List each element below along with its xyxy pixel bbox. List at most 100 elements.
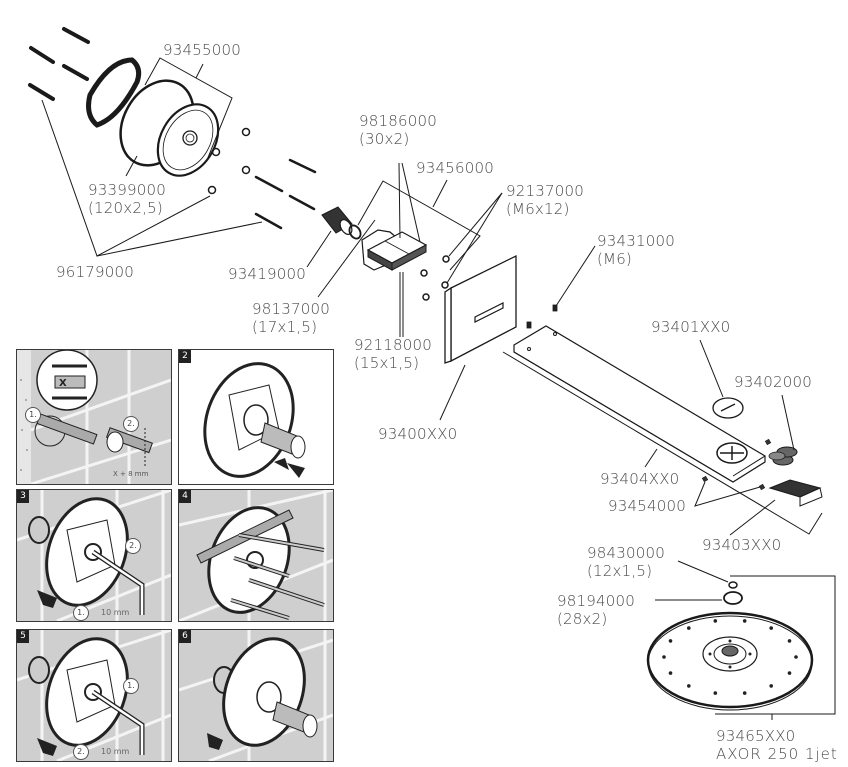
wall-anchor [62, 27, 90, 44]
step-6-illustration [179, 630, 333, 761]
step-number-badge: 6 [179, 630, 191, 643]
step-5-illustration [17, 630, 171, 761]
measure-marker: X [59, 378, 67, 389]
part-label-98186000: 98186000(30x2) [359, 112, 437, 148]
screw [288, 158, 317, 174]
washer [207, 185, 217, 195]
step-marker: 2. [125, 538, 141, 554]
connector-block [361, 229, 428, 271]
measure-text: 10 mm [101, 747, 130, 756]
step-marker: 2. [73, 744, 89, 760]
filter-screen [768, 446, 798, 466]
part-label-96179000: 96179000 [56, 263, 134, 281]
step-panel-3: 3 1. 2. 10 mm [16, 489, 172, 622]
shower-arm [502, 325, 823, 535]
nozzle [708, 652, 712, 656]
cover-cap [712, 397, 744, 419]
nozzle [668, 671, 673, 675]
washer [241, 127, 251, 137]
part-label-98430000: 98430000(12x1,5) [587, 544, 665, 580]
step-2-illustration [203, 362, 306, 478]
step-panel-2: 2 [178, 349, 334, 485]
wall-anchor [28, 83, 55, 101]
nozzle [742, 619, 747, 623]
grub-screw [764, 438, 772, 446]
nozzle [794, 655, 798, 659]
step-number-badge: 4 [179, 490, 191, 503]
nozzle [769, 626, 773, 630]
leader-93419000 [306, 230, 332, 268]
leader-93431000 [555, 245, 596, 307]
screw-m6x12 [442, 255, 450, 263]
part-label-98137000: 98137000(17x1,5) [252, 300, 330, 336]
mounting-plate-inner [162, 109, 214, 171]
part-label-93399000: 93399000(120x2,5) [88, 181, 166, 217]
step-panel-5: 5 2. 1. 10 mm [16, 629, 172, 762]
step-number-badge: 5 [17, 630, 29, 643]
leader-98137000 [317, 219, 376, 298]
leader-93399000 [125, 155, 138, 177]
set-screw-m6 [552, 304, 558, 312]
part-label-93419000: 93419000 [228, 265, 306, 283]
step-3-illustration [17, 490, 171, 621]
washer [241, 165, 251, 175]
part-label-93402000: 93402000 [734, 373, 812, 391]
step-number-badge: 3 [17, 490, 29, 503]
leader-92137000 [448, 192, 503, 257]
square-gasket [86, 57, 142, 128]
outlet-insert [768, 479, 823, 507]
nozzle [742, 691, 747, 695]
nozzle [668, 639, 673, 643]
wall-anchor [29, 46, 55, 64]
wall-anchor-group [28, 27, 90, 101]
set-screw-m6 [526, 321, 532, 329]
screw-m6x12 [420, 269, 428, 277]
nozzle [662, 655, 666, 659]
nozzle [787, 639, 792, 643]
nozzle [713, 691, 718, 695]
measure-text: 10 mm [101, 608, 130, 617]
part-label-93401XX0: 93401XX0 [651, 318, 731, 336]
leader-93454000 [694, 481, 761, 507]
leader-93400XX0 [439, 364, 466, 421]
nozzle [687, 684, 691, 688]
part-label-93456000: 93456000 [416, 159, 494, 177]
screw-m6x12 [441, 281, 449, 289]
nozzle-group [662, 619, 798, 695]
mounting-plate [156, 103, 220, 177]
leader-98430000 [677, 560, 729, 583]
step-marker: 2. [123, 416, 139, 432]
nozzle [787, 671, 792, 675]
screw [254, 212, 283, 230]
leader-93403XX0 [729, 499, 776, 536]
part-label-93403XX0: 93403XX0 [702, 536, 782, 554]
screw-m6x12 [422, 293, 430, 301]
step-marker: 1. [73, 605, 89, 621]
part-label-92118000: 92118000(15x1,5) [354, 336, 432, 372]
leader-93465XX0 [715, 575, 836, 715]
part-label-93400XX0: 93400XX0 [378, 425, 458, 443]
step-marker: 1. [25, 407, 41, 423]
nozzle [713, 619, 718, 623]
cover-plate [444, 254, 517, 364]
wall-anchor [62, 64, 89, 81]
part-label-93404XX0: 93404XX0 [600, 470, 680, 488]
step-marker: 1. [123, 678, 139, 694]
mounting-plate-hole [182, 130, 198, 146]
shower-head [646, 611, 814, 711]
nozzle [728, 665, 732, 669]
grub-screw [701, 475, 709, 483]
leader-93402000 [781, 394, 795, 451]
part-label-93455000: 93455000 [163, 41, 241, 59]
part-label-93431000: 93431000(M6) [597, 232, 675, 268]
nozzle [687, 626, 691, 630]
o-ring-28 [723, 591, 743, 605]
measure-text: X + 8 mm [113, 470, 149, 478]
part-label-93454000: 93454000 [608, 497, 686, 515]
screw [288, 194, 316, 211]
o-ring-17 [348, 224, 362, 240]
step-number-badge: 2 [179, 350, 191, 363]
step-panel-1: 1 X 1. 2. X + 8 mm [16, 349, 172, 485]
